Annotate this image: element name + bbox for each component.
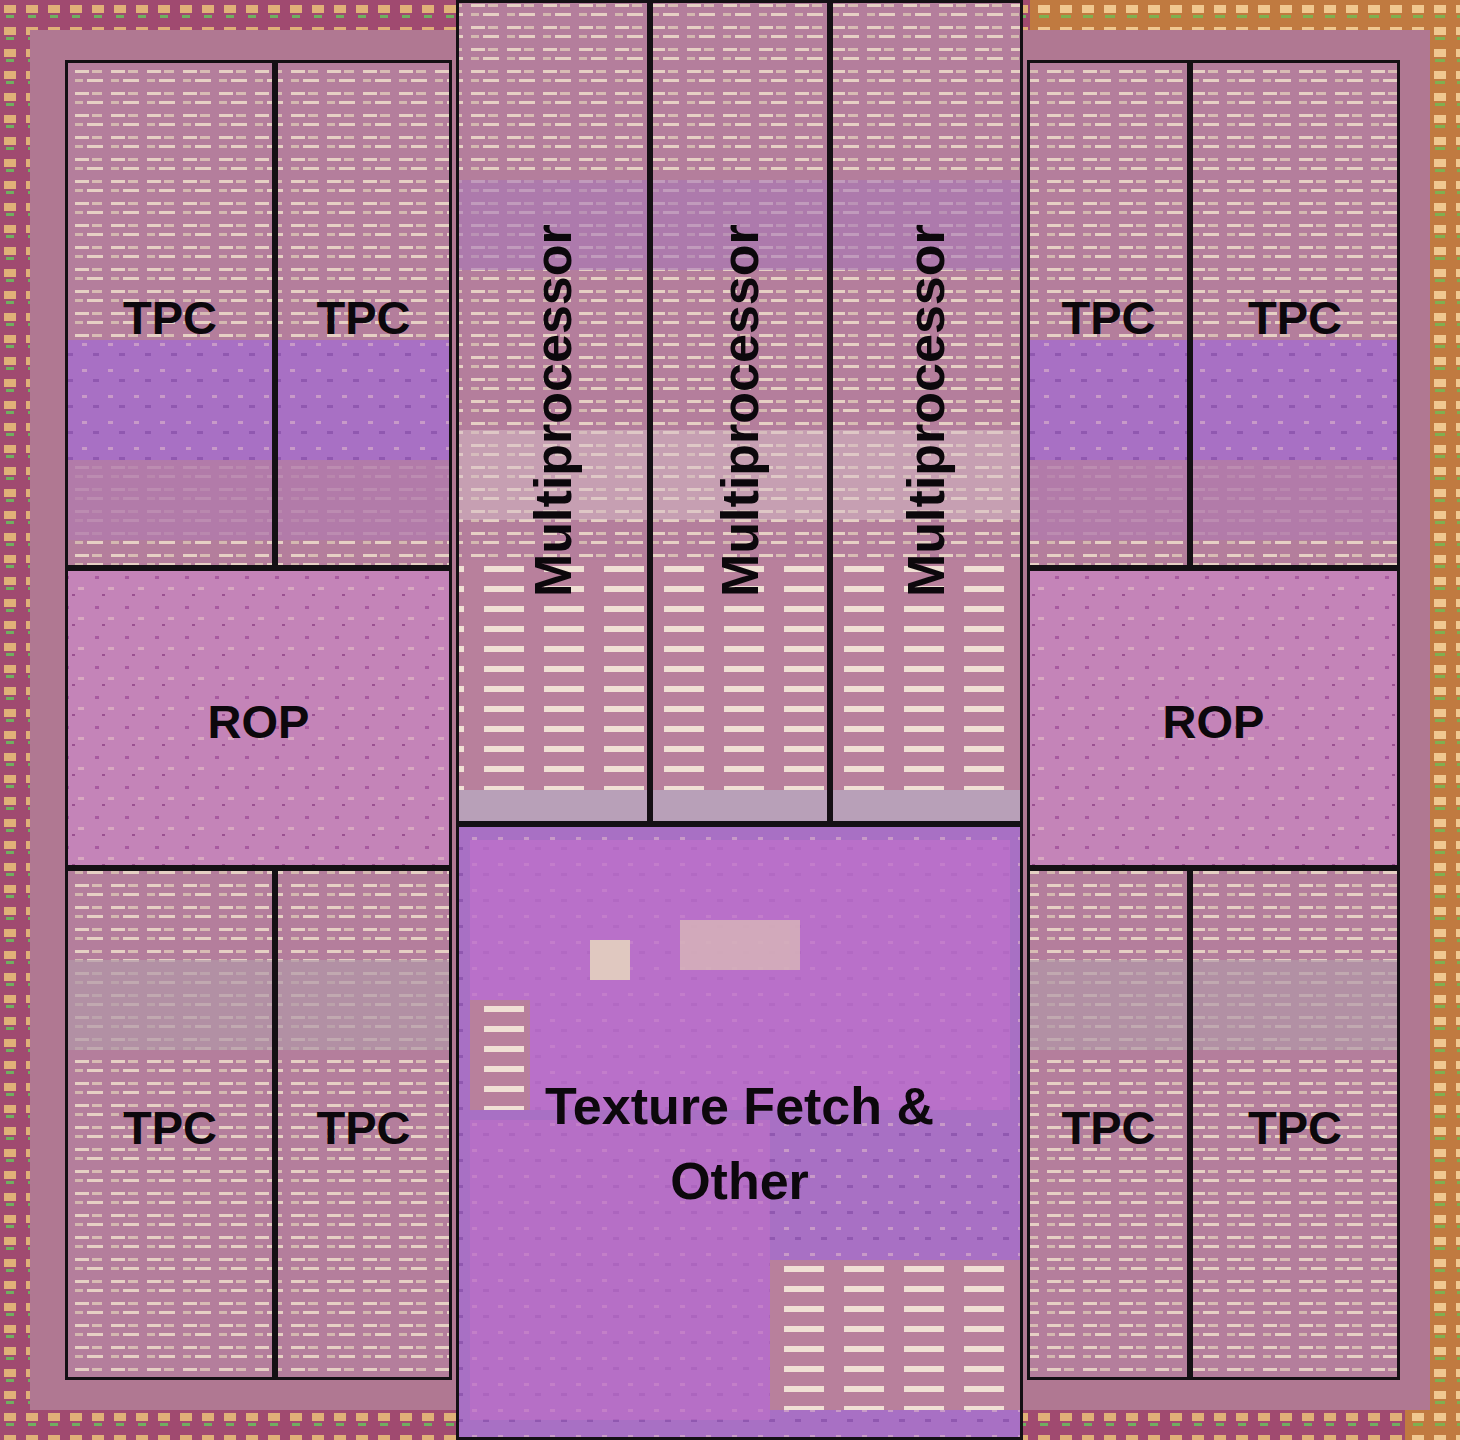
- die-region: TPC: [65, 868, 275, 1380]
- multiprocessor-block: Multiprocessor: [650, 0, 830, 824]
- region-label: TPC: [1193, 284, 1397, 352]
- die-region: Texture Fetch & Other: [456, 824, 1023, 1440]
- region-label: ROP: [68, 688, 449, 756]
- region-label: TPC: [1030, 1094, 1187, 1162]
- die-region: TPC: [275, 868, 452, 1380]
- die-region: TPC: [65, 60, 275, 568]
- die-region: TPC: [1190, 868, 1400, 1380]
- multiprocessor-areas: [456, 0, 1023, 824]
- region-label: ROP: [1030, 688, 1397, 756]
- die-region: TPC: [1190, 60, 1400, 568]
- die-region: TPC: [1027, 60, 1190, 568]
- die-region: ROP: [1027, 568, 1400, 868]
- region-label: Texture Fetch & Other: [520, 1069, 960, 1220]
- core-area: [30, 30, 1430, 1410]
- die-region: TPC: [275, 60, 452, 568]
- region-label: Multiprocessor: [524, 224, 581, 597]
- die-region: TPC: [1027, 868, 1190, 1380]
- texture-area: [456, 824, 1023, 1440]
- region-label: TPC: [1030, 284, 1187, 352]
- region-label: TPC: [1193, 1094, 1397, 1162]
- region-label: TPC: [278, 284, 449, 352]
- region-label: Multiprocessor: [711, 224, 768, 597]
- region-label: TPC: [68, 1094, 272, 1162]
- region-label: TPC: [68, 284, 272, 352]
- die-region: ROP: [65, 568, 452, 868]
- multiprocessor-block: Multiprocessor: [830, 0, 1023, 824]
- region-label: TPC: [278, 1094, 449, 1162]
- tpc-areas: [65, 60, 1400, 1380]
- multiprocessor-block: Multiprocessor: [456, 0, 650, 824]
- region-label: Multiprocessor: [898, 224, 955, 597]
